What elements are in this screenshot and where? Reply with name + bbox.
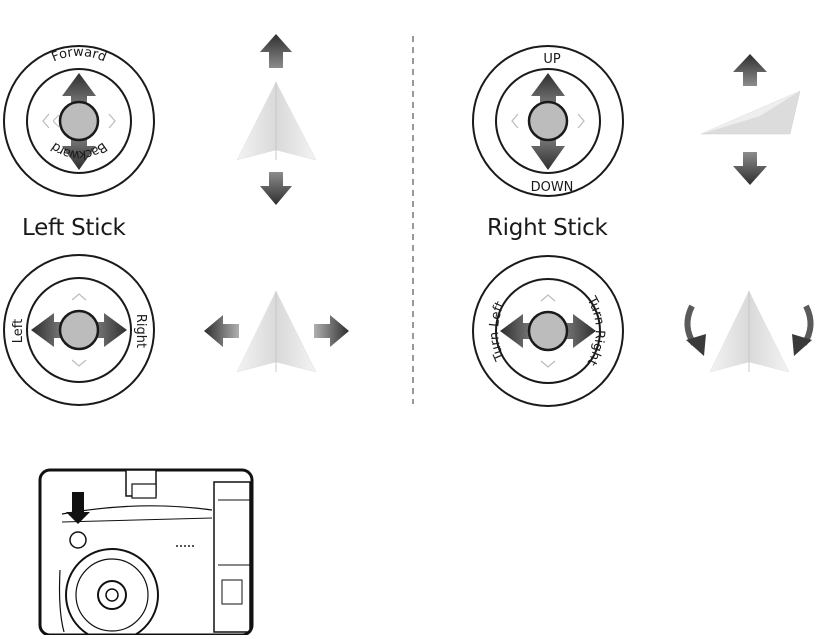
plane-left-right — [204, 290, 349, 373]
controller-sketch — [38, 468, 254, 639]
stick-knob — [58, 309, 100, 351]
pointer-arrow-icon — [66, 492, 90, 524]
down-arrow-icon — [733, 152, 767, 185]
left-label: Left — [11, 319, 26, 343]
left-stick-title: Left Stick — [22, 215, 126, 241]
right-arrow-icon — [314, 315, 349, 347]
right-label: Right — [133, 314, 148, 348]
right-stick-title: Right Stick — [487, 215, 608, 241]
down-arrow-icon — [260, 172, 292, 205]
svg-text:Turn Left: Turn Left — [487, 299, 508, 363]
stick-knob — [58, 100, 100, 142]
turn-left-label: Turn Left — [487, 299, 508, 363]
stick-knob — [527, 310, 569, 352]
forward-label: Forward — [49, 45, 108, 65]
up-arrow-icon — [260, 34, 292, 68]
right-stick-turn: Turn Left Turn Right — [472, 255, 624, 407]
down-label: DOWN — [531, 180, 574, 195]
plane-forward-backward — [236, 34, 317, 205]
stick-knob — [527, 100, 569, 142]
left-stick-left-right: Left Right — [3, 254, 155, 406]
power-button-icon — [69, 531, 87, 549]
up-arrow-icon — [733, 54, 767, 86]
svg-text:Forward: Forward — [49, 45, 108, 65]
svg-text:Turn Right: Turn Right — [583, 293, 607, 367]
plane-turn — [684, 290, 814, 373]
joystick-icon — [97, 580, 127, 610]
left-arrow-icon — [204, 315, 239, 347]
backward-label: Backward — [48, 139, 109, 163]
turn-right-label: Turn Right — [583, 293, 607, 367]
up-label: UP — [543, 52, 561, 67]
right-stick-up-down: UP DOWN — [472, 45, 624, 197]
left-stick-forward-backward: Forward Backward — [3, 45, 155, 197]
plane-up-down — [700, 54, 801, 185]
svg-text:Backward: Backward — [48, 139, 109, 163]
